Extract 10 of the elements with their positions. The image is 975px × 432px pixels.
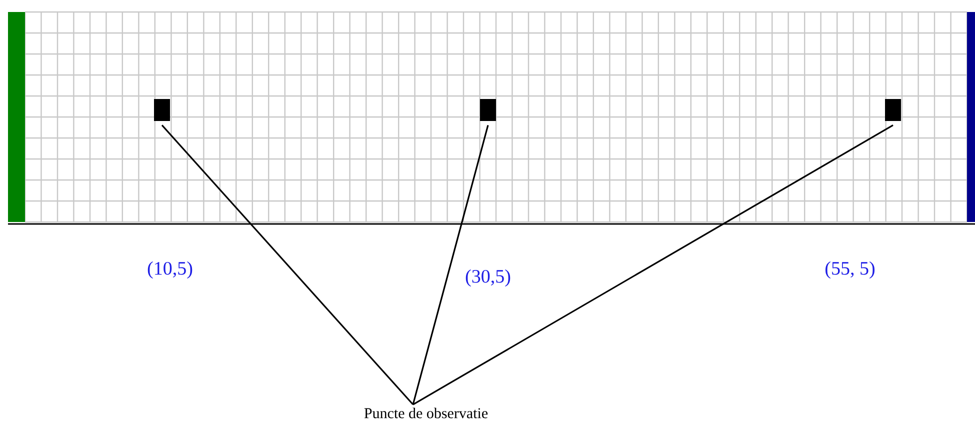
sight-line (412, 124, 894, 406)
marker (480, 99, 496, 121)
sight-line (161, 124, 414, 406)
marker (154, 99, 170, 121)
sight-line (412, 124, 489, 405)
observation-label: Puncte de observatie (364, 408, 488, 418)
marker (885, 99, 901, 121)
coordinate-label: (55, 5) (826, 261, 874, 279)
coordinate-label: (30,5) (466, 269, 510, 287)
coordinate-label: (10,5) (148, 261, 192, 279)
